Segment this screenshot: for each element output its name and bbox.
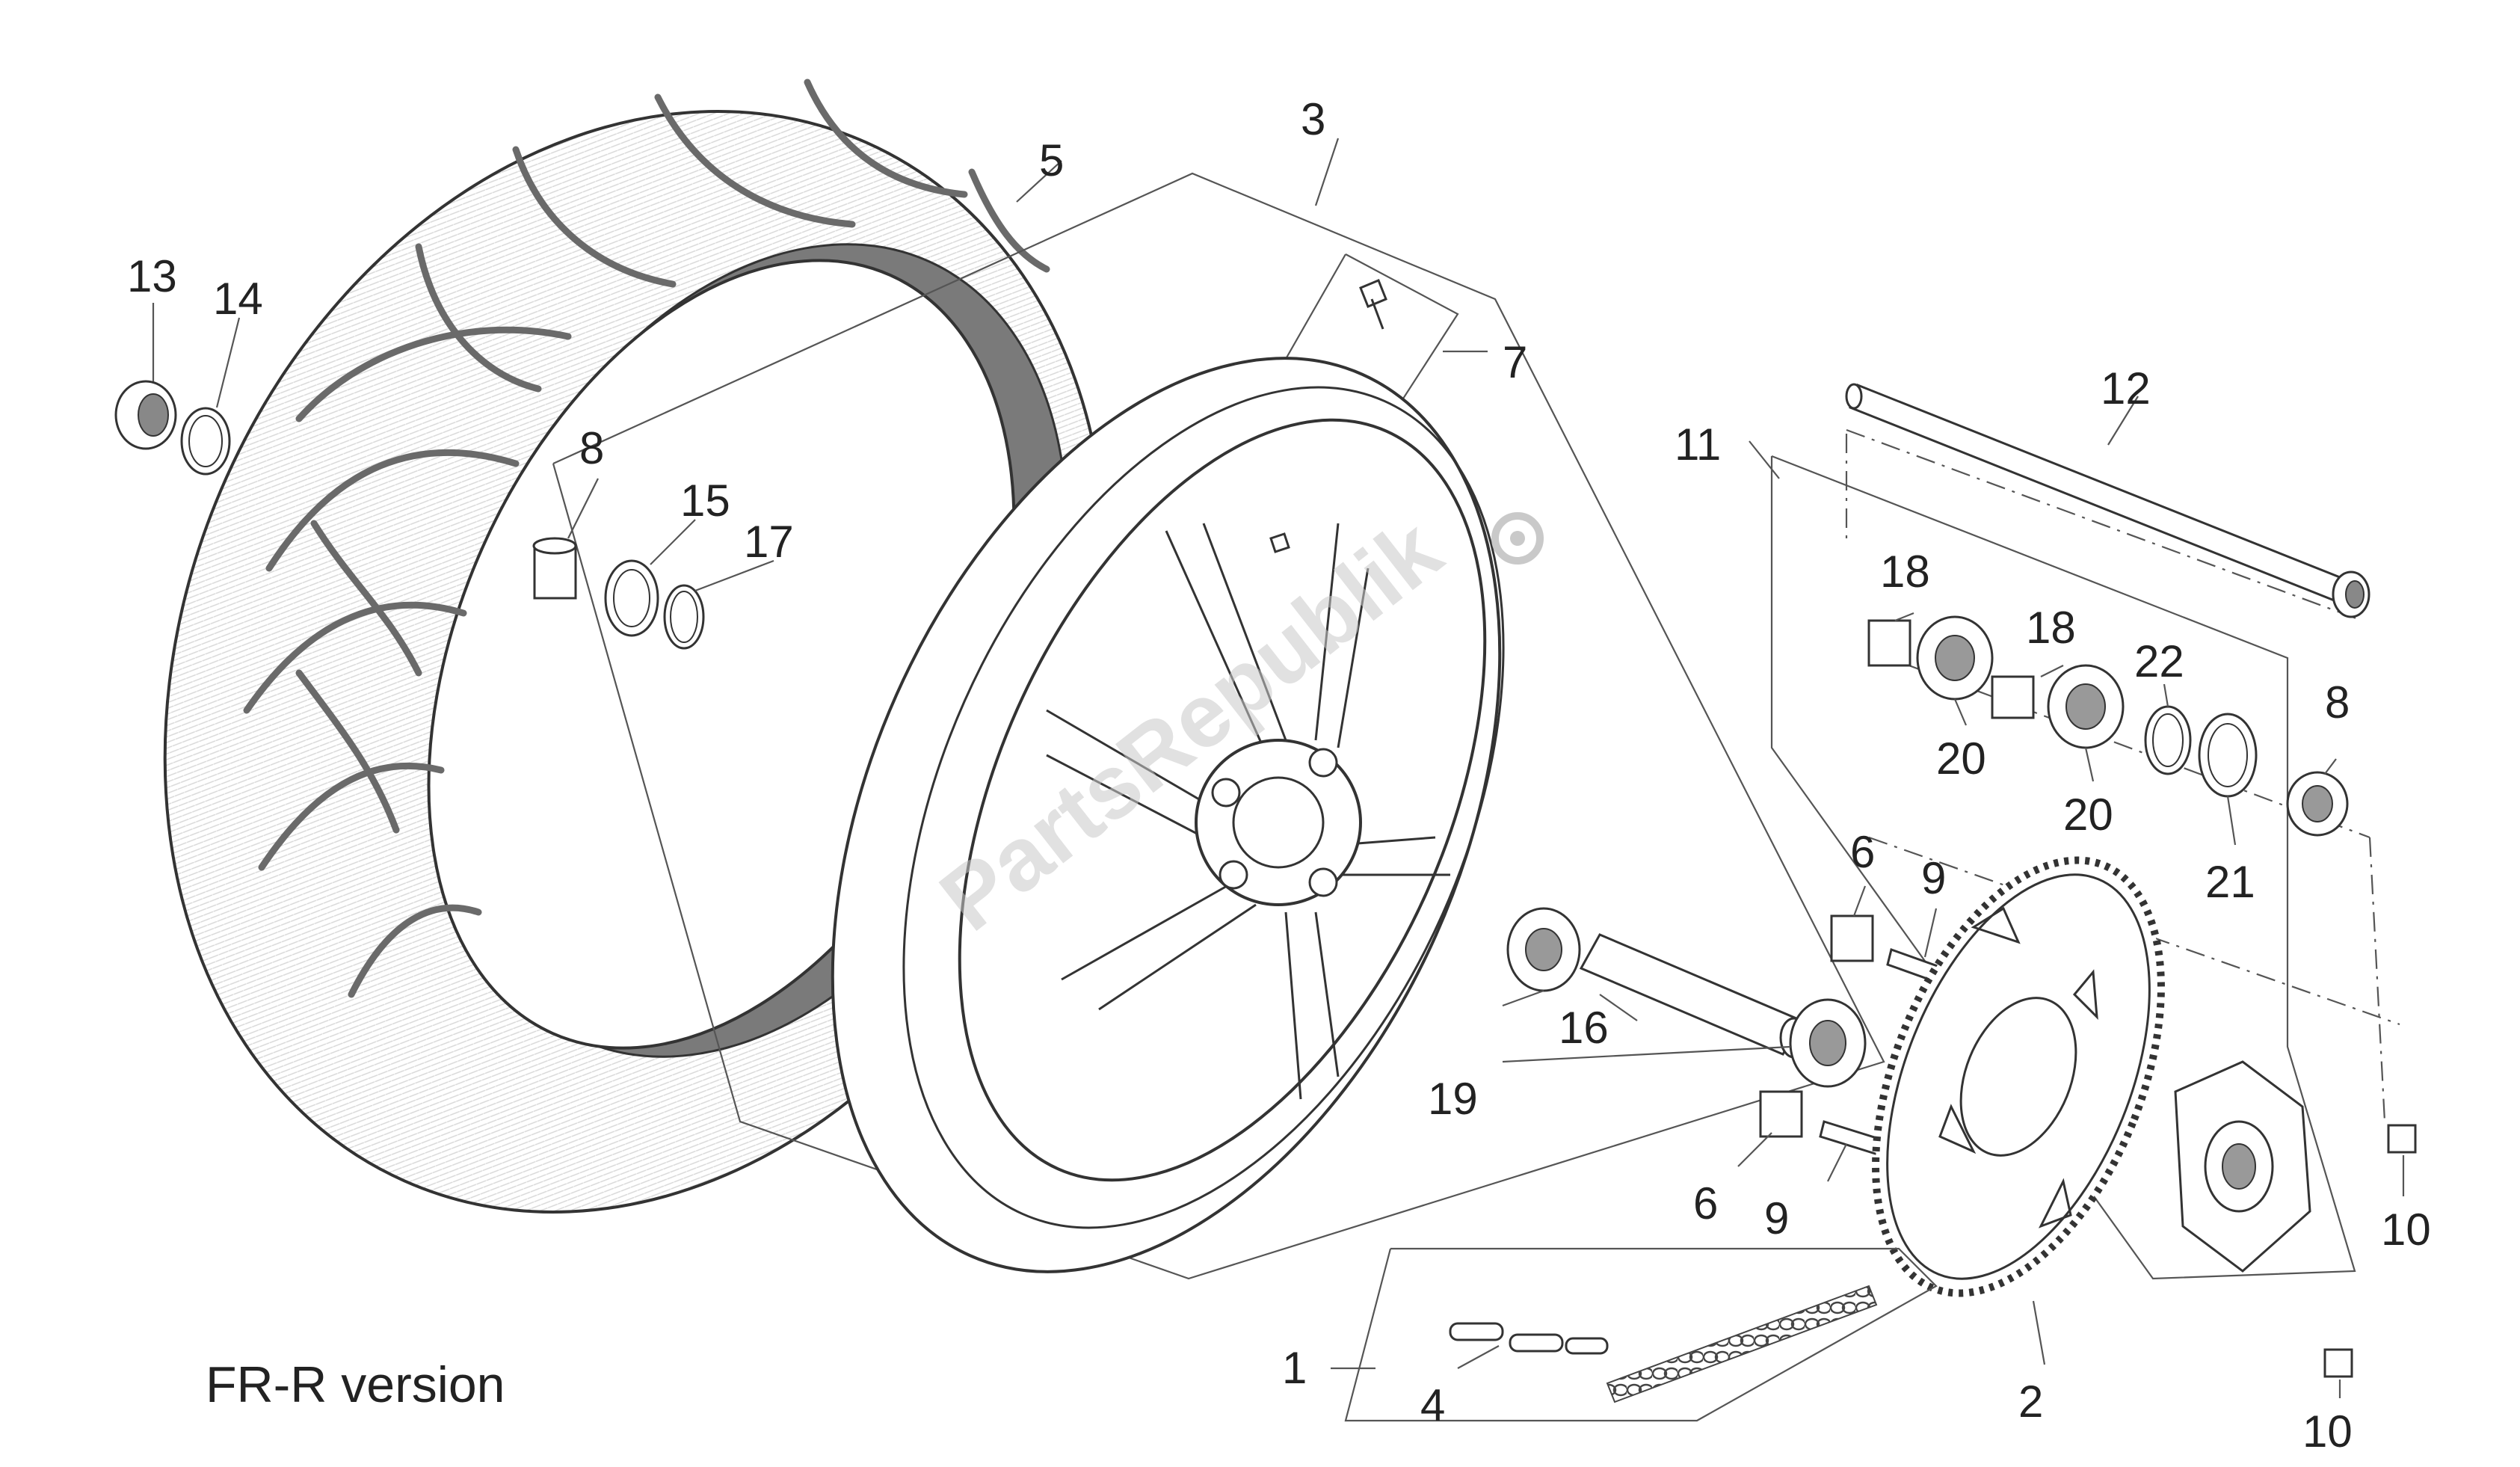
callout-12: 12: [2101, 363, 2151, 413]
callout-16: 16: [1559, 1003, 1609, 1053]
callout-15: 15: [680, 476, 730, 526]
sprocket-group: [1506, 856, 2417, 1378]
callout-20-left: 20: [1936, 734, 1986, 784]
callout-14: 14: [213, 274, 263, 324]
callout-9-top: 9: [1921, 853, 1946, 903]
callout-2: 2: [2018, 1377, 2043, 1427]
callout-7: 7: [1503, 337, 1527, 387]
callout-6-bottom: 6: [1693, 1178, 1718, 1228]
callout-5: 5: [1039, 135, 1064, 185]
callouts: 3 5 7 13 14 8 15 17 11 12 18 18 20 20 22…: [127, 94, 2431, 1457]
callout-17: 17: [744, 517, 794, 567]
version-caption: FR-R version: [206, 1356, 505, 1413]
callout-6-top: 6: [1850, 827, 1875, 877]
callout-21: 21: [2205, 857, 2255, 907]
callout-1: 1: [1282, 1343, 1307, 1393]
callout-10-top: 10: [2381, 1205, 2431, 1255]
callout-8-right: 8: [2325, 677, 2350, 728]
callout-3: 3: [1301, 94, 1325, 144]
callout-18-left: 18: [1880, 547, 1930, 597]
callout-20-right: 20: [2063, 790, 2113, 840]
gear-icon: [1491, 512, 1544, 565]
rim: [831, 279, 1505, 1273]
callout-18-right: 18: [2026, 603, 2076, 653]
callout-11: 11: [1675, 419, 1721, 470]
left-spacers: [114, 380, 705, 650]
callout-22: 22: [2134, 636, 2184, 686]
chain-link-set: [1449, 1322, 1609, 1355]
callout-4: 4: [1420, 1380, 1445, 1430]
callout-9-bottom: 9: [1764, 1193, 1789, 1243]
callout-10-bottom: 10: [2302, 1406, 2353, 1457]
callout-13: 13: [127, 251, 177, 301]
callout-8-left: 8: [579, 423, 604, 473]
chain-group: [1344, 1247, 1938, 1422]
callout-19: 19: [1428, 1074, 1478, 1124]
leader-lines: [152, 138, 2405, 1398]
axle-group: [1770, 383, 2400, 1280]
